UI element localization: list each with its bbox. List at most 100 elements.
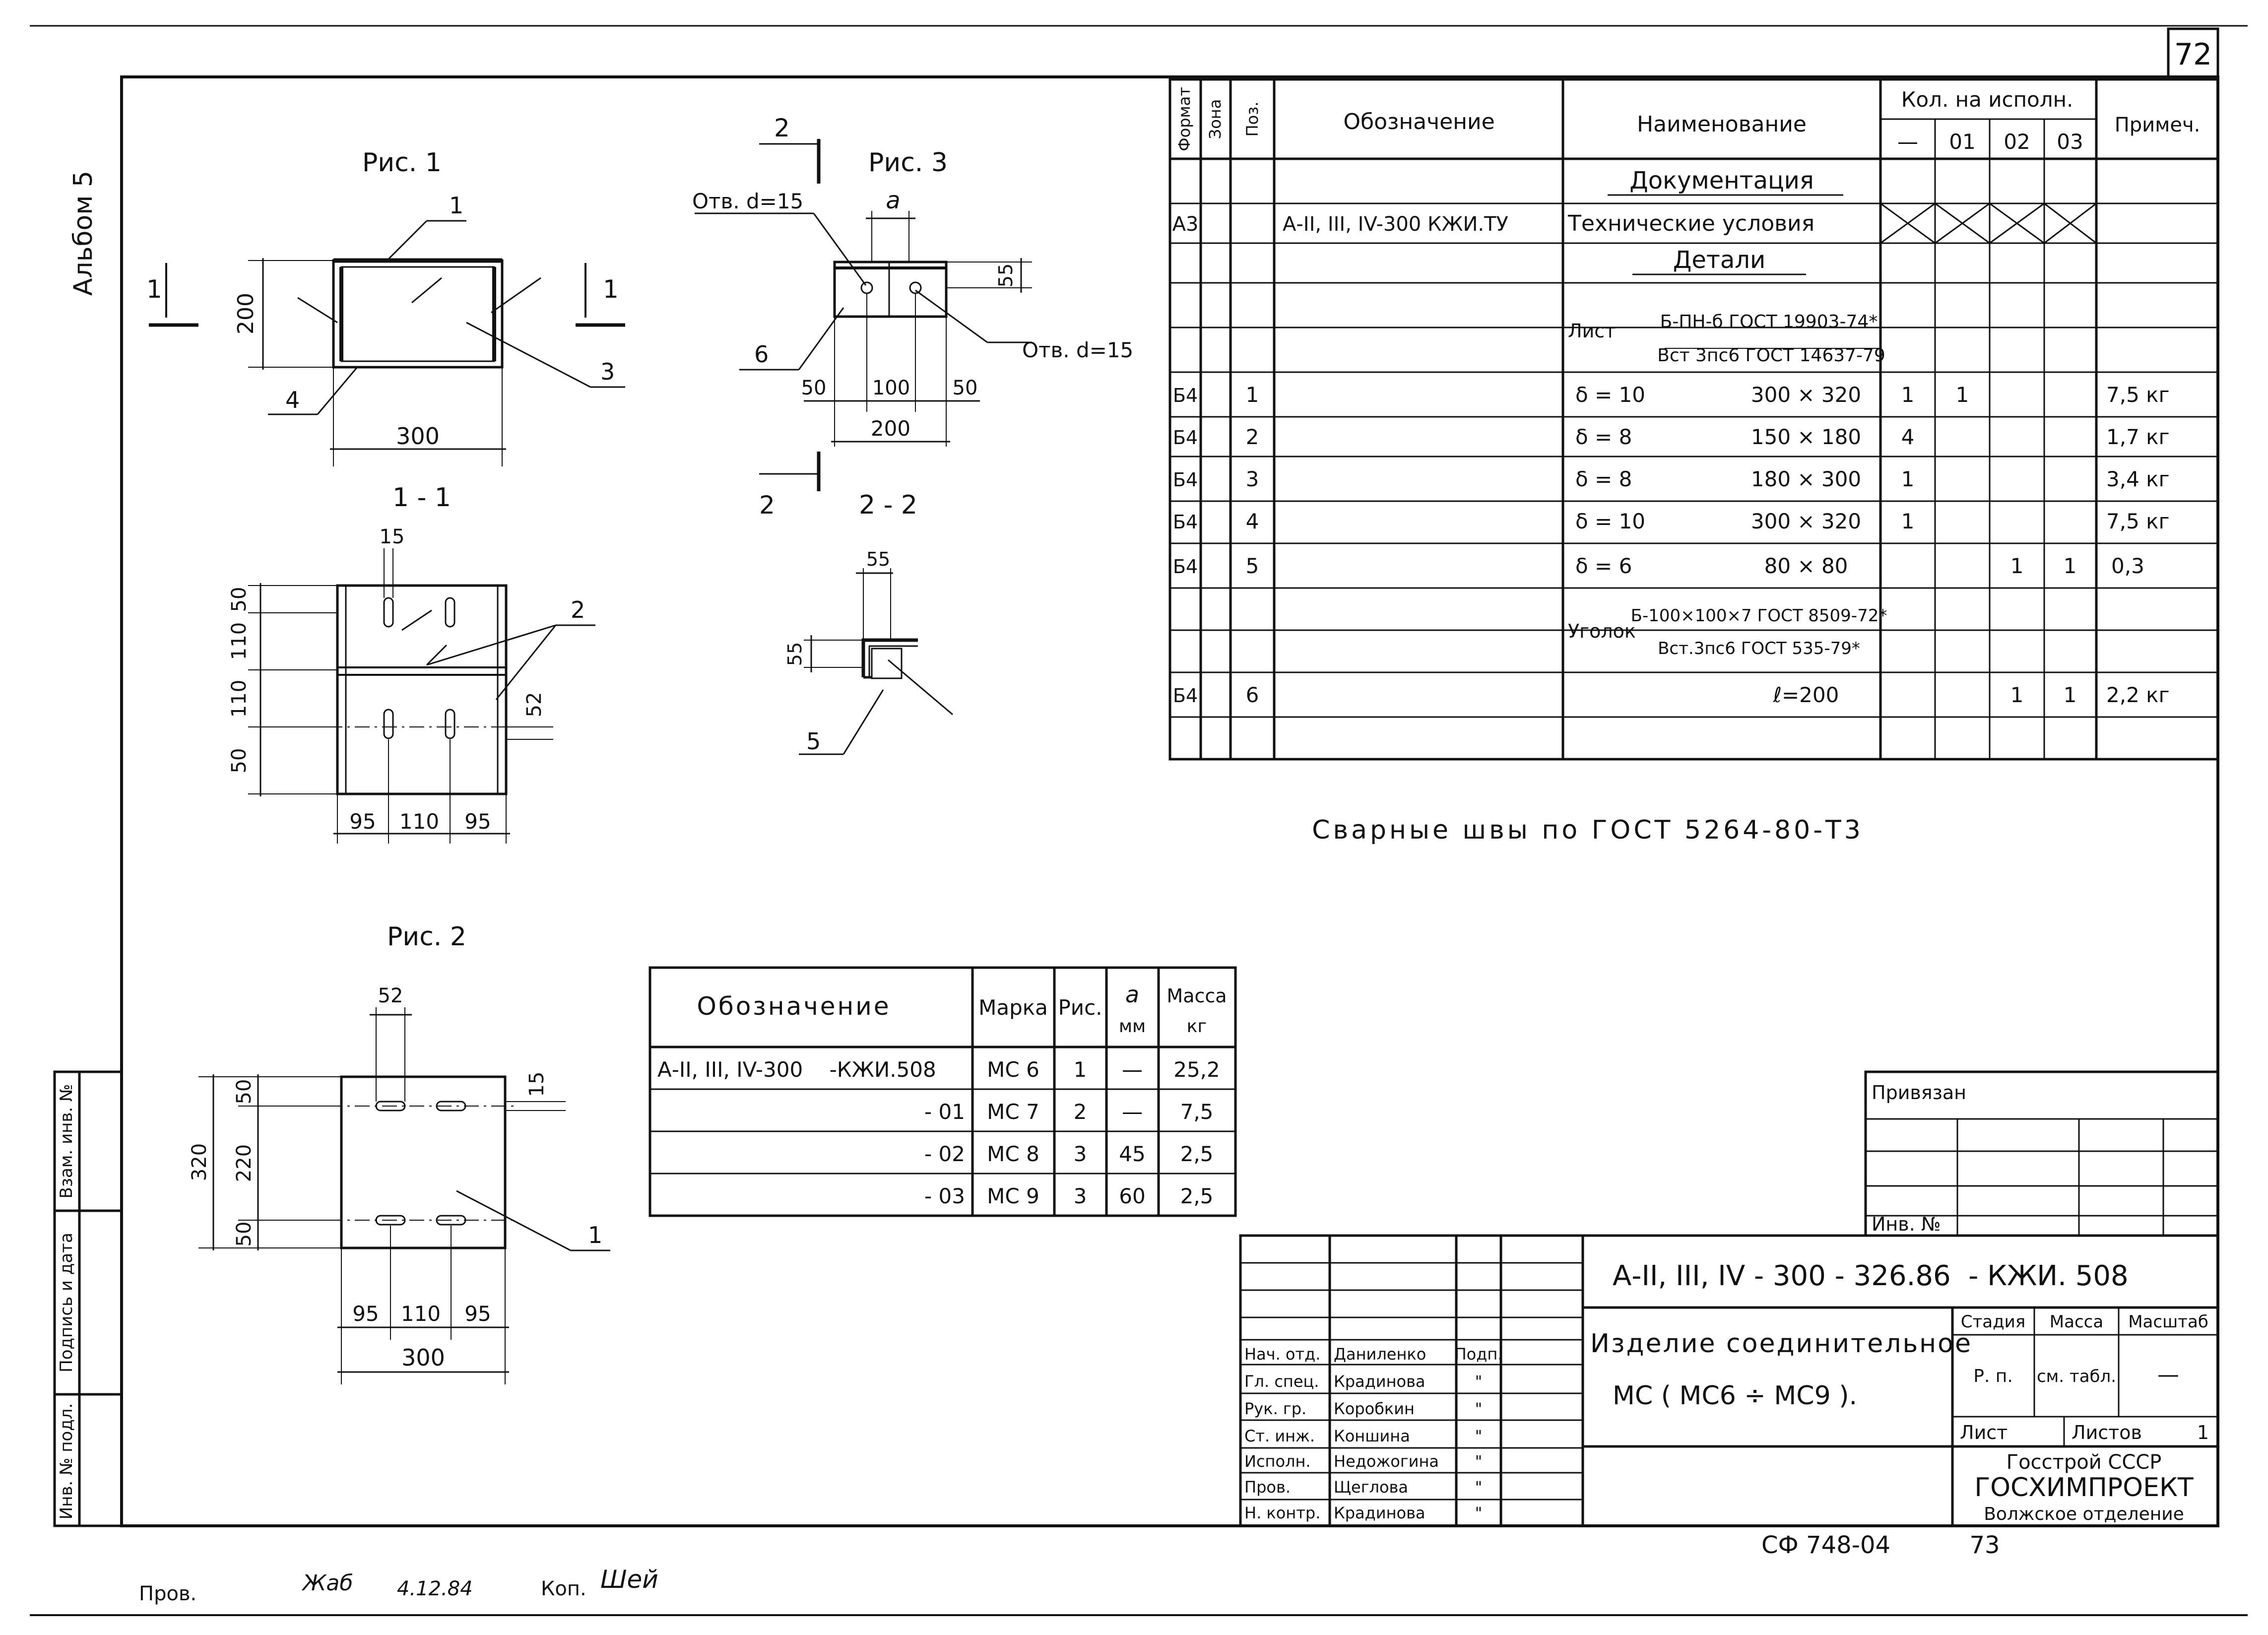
person-role: Нач. отд. — [1244, 1345, 1320, 1364]
title-sheet-label: Лист — [1960, 1422, 2008, 1443]
title-sheets-label: Листов — [2072, 1422, 2142, 1443]
spec-row-1: Б4 1 δ = 10 300 × 320 1 1 7,5 кг — [1173, 383, 2170, 407]
fig3-dim-50-left: 50 — [801, 377, 827, 399]
marks-mark: МС 6 — [987, 1057, 1039, 1082]
person-name: Коншина — [1334, 1427, 1410, 1445]
spec-row-pos: 6 — [1246, 683, 1259, 707]
spec-sheet-material-top: Б-ПН-б ГОСТ 19903-74* — [1660, 312, 1878, 332]
sec11-dim-50-top: 50 — [228, 587, 251, 612]
person-sign: " — [1475, 1504, 1483, 1522]
fig3-pos-6: 6 — [754, 341, 769, 368]
fig3-dim-100: 100 — [872, 377, 910, 399]
title-org-2: ГОСХИМПРОЕКТ — [1974, 1473, 2194, 1503]
spec-header-q-dash: — — [1897, 130, 1918, 154]
sec11-dim-52: 52 — [523, 692, 546, 718]
marks-designation: А-II, III, IV-300 -КЖИ.508 — [657, 1057, 936, 1082]
sec11-dim-110: 110 — [399, 809, 439, 834]
check-date: 4.12.84 — [397, 1577, 473, 1600]
fig3-section-mark-bottom: 2 — [759, 491, 775, 520]
fig3-dim-200: 200 — [871, 416, 910, 441]
spec-row-format: Б4 — [1173, 685, 1198, 707]
stamp-vzam-inv: Взам. инв. № — [57, 1084, 76, 1199]
person-role: Рук. гр. — [1244, 1399, 1306, 1418]
title-scale: — — [2157, 1362, 2179, 1387]
fig3-section-mark-top: 2 — [774, 114, 790, 142]
spec-doc-designation: А-II, III, IV-300 КЖИ.ТУ — [1283, 213, 1508, 236]
spec-row-q02: 1 — [2010, 554, 2024, 578]
spec-row-q-dash: 1 — [1901, 383, 1915, 407]
left-approval-stamp — [53, 1070, 123, 1527]
marks-mark: МС 7 — [987, 1100, 1039, 1124]
person-name: Крадинова — [1334, 1504, 1426, 1522]
person-role: Пров. — [1244, 1478, 1291, 1497]
spec-row-q-dash: 4 — [1901, 425, 1915, 449]
marks-header-a-unit: мм — [1119, 1016, 1146, 1037]
spec-row-2: Б4 2 δ = 8 150 × 180 4 1,7 кг — [1173, 425, 2170, 449]
spec-row-q03: 1 — [2064, 683, 2077, 707]
marks-header-mass: Масса — [1166, 985, 1227, 1007]
spec-row-note: 2,2 кг — [2106, 683, 2170, 707]
sec11-dim-110-a: 110 — [228, 622, 251, 660]
marks-designation: - 03 — [924, 1184, 965, 1208]
fig1-pos-1: 1 — [449, 192, 463, 219]
marks-header-mark: Марка — [978, 995, 1048, 1020]
title-doc-code: А-II, III, IV - 300 - 326.86 - КЖИ. 508 — [1613, 1260, 2129, 1292]
fig2-dim-300: 300 — [401, 1344, 445, 1371]
specification-table: Формат Зона Поз. Обозначение Наименовани… — [1168, 78, 2219, 761]
spec-row-q01: 1 — [1956, 383, 1969, 407]
check-kop-signature: Шей — [600, 1565, 658, 1594]
fig2-dim-50-bottom: 50 — [233, 1222, 256, 1247]
spec-row-pos: 4 — [1246, 509, 1259, 533]
title-stage: Р. п. — [1973, 1366, 2013, 1386]
fig1-section-mark-right: 1 — [603, 275, 619, 304]
sec11-dim-15: 15 — [380, 525, 405, 548]
tie-block: Привязан Инв. № — [1864, 1070, 2219, 1237]
album-label: Альбом 5 — [68, 171, 98, 296]
marks-mark: МС 8 — [987, 1142, 1039, 1166]
marks-header-fig: Рис. — [1058, 995, 1102, 1020]
sec11-dim-50-bottom: 50 — [228, 748, 251, 774]
title-org-3: Волжское отделение — [1984, 1504, 2184, 1524]
spec-row-thk: δ = 6 — [1575, 554, 1632, 578]
spec-section-parts: Детали — [1673, 246, 1765, 274]
title-org-1: Госстрой СССР — [2007, 1451, 2162, 1474]
spec-row-pos: 5 — [1246, 554, 1259, 578]
marks-row-3: - 02 МС 8 3 45 2,5 — [924, 1142, 1213, 1166]
title-people: Нач. отд. Даниленко Подп. Гл. спец. Крад… — [1244, 1345, 1502, 1522]
figure-3-title: Рис. 3 — [868, 148, 948, 178]
fig2-dim-50-top: 50 — [233, 1079, 256, 1105]
marks-mark: МС 9 — [987, 1184, 1039, 1208]
check-prov-label: Пров. — [139, 1582, 196, 1605]
marks-fig: 3 — [1074, 1142, 1087, 1166]
spec-sheet-material-bottom: Вст 3пс6 ГОСТ 14637-79 — [1657, 345, 1885, 366]
spec-header-q03: 03 — [2057, 130, 2083, 154]
marks-a: — — [1122, 1057, 1143, 1082]
title-mass: см. табл. — [2037, 1367, 2116, 1386]
spec-row-q-dash: 1 — [1901, 467, 1915, 491]
spec-row-note: 3,4 кг — [2106, 467, 2170, 491]
sec22-dim-55-top: 55 — [866, 548, 890, 570]
person-sign: " — [1475, 1399, 1483, 1418]
spec-row-size: 80 × 80 — [1764, 554, 1848, 578]
section-1-1-view: 1 - 1 — [228, 483, 595, 844]
spec-header-name: Наименование — [1637, 112, 1807, 137]
figure-2-view: Рис. 2 — [188, 922, 610, 1384]
spec-row-thk: δ = 10 — [1575, 509, 1645, 533]
fig3-hole-right: Отв. d=15 — [1022, 338, 1133, 362]
person-role: Гл. спец. — [1244, 1372, 1319, 1391]
spec-row-3: Б4 3 δ = 8 180 × 300 1 3,4 кг — [1173, 467, 2170, 491]
fig2-dim-110: 110 — [401, 1302, 441, 1326]
spec-header-qty: Кол. на исполн. — [1901, 87, 2074, 112]
fig2-dim-220: 220 — [233, 1144, 256, 1182]
person-sign: " — [1475, 1452, 1483, 1471]
marks-header-mass-unit: кг — [1187, 1016, 1207, 1037]
spec-row-q03: 1 — [2064, 554, 2077, 578]
spec-row-size: ℓ=200 — [1773, 683, 1839, 707]
spec-row-format: Б4 — [1173, 511, 1198, 533]
sec11-dim-95-left: 95 — [349, 809, 376, 834]
spec-row-note: 1,7 кг — [2106, 425, 2170, 449]
spec-row-note: 7,5 кг — [2106, 383, 2170, 407]
spec-header-format: Формат — [1175, 87, 1194, 151]
person-name: Щеглова — [1334, 1478, 1408, 1497]
